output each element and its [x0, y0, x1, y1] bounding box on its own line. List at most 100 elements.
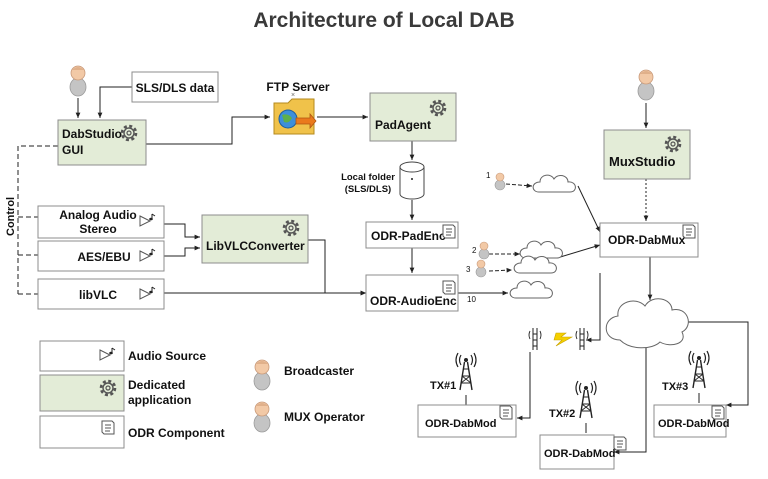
local-folder-label-1: Local folder [341, 172, 395, 183]
edge-cloud1-dabmux [577, 185, 601, 233]
edge-dabstudio-ftp [146, 114, 270, 145]
edge-clouds-dabmux [556, 244, 601, 259]
padagent-box[interactable]: PadAgent [369, 92, 457, 142]
edge-cloud-mod2 [614, 343, 647, 455]
legend-broadcaster: Broadcaster [253, 359, 354, 391]
broadcaster-person-icon [253, 359, 271, 391]
diagram-title: Architecture of Local DAB [253, 9, 515, 32]
tx1-label: TX#1 [430, 380, 456, 392]
edge-aes-converter [164, 245, 200, 257]
legend-odr-component-label: ODR Component [128, 426, 225, 440]
legend-dedicated-label-2: application [128, 393, 191, 407]
legend-odr-component: ODR Component [39, 415, 225, 449]
odr-dabmod-2-label: ODR-DabMod [544, 448, 616, 460]
ftp-server-node[interactable]: FTP Server × [266, 80, 330, 135]
legend-dedicated-label-1: Dedicated [128, 378, 185, 392]
cloud-icon [532, 174, 576, 193]
edge-src3-cloud [488, 267, 513, 273]
tx2-radio-tower-icon [575, 380, 597, 419]
document-icon [101, 420, 115, 435]
source-number-3: 3 [466, 265, 471, 274]
tx2-label: TX#2 [549, 408, 575, 420]
edge-src1-cloud [505, 183, 533, 188]
remote-broadcaster-1-icon [494, 172, 506, 191]
analog-label-1: Analog Audio [59, 208, 137, 222]
broadcaster-person-icon [69, 65, 87, 97]
cylinder-icon [399, 161, 425, 200]
edge-microwave-mod1 [517, 352, 531, 421]
edge-cloud-mod3 [680, 321, 749, 408]
cloud-icon [513, 255, 557, 274]
mux-operator-person-icon [253, 401, 271, 433]
remote-broadcaster-3-icon [475, 259, 487, 278]
edge-slsdata-dabstudio [97, 86, 132, 118]
dabstudio-label-2: GUI [62, 143, 83, 157]
edge-control-bus [17, 145, 58, 295]
odr-padenc-box[interactable]: ODR-PadEnc [365, 221, 459, 249]
document-icon [613, 436, 627, 451]
aes-ebu-label: AES/EBU [77, 250, 130, 264]
edge-analog-converter [164, 223, 200, 240]
edge-converter-audioenc [308, 239, 366, 296]
sls-dls-data-label: SLS/DLS data [136, 81, 215, 95]
ftp-server-label: FTP Server [266, 80, 329, 94]
cloud-icon [509, 280, 553, 299]
cloud-icon [519, 240, 563, 259]
libvlcconverter-box[interactable]: LibVLCConverter [201, 214, 309, 264]
microwave-antenna-right-icon [575, 327, 589, 351]
document-icon [711, 405, 725, 420]
libvlcconverter-label: LibVLCConverter [206, 239, 305, 253]
legend-dedicated-app: Dedicated application [39, 374, 191, 412]
aes-ebu-box[interactable]: AES/EBU [37, 240, 165, 272]
muxstudio-box[interactable]: MuxStudio [603, 129, 691, 180]
libvlc-box[interactable]: libVLC [37, 278, 165, 310]
libvlc-label: libVLC [79, 288, 117, 302]
legend-audio-source: Audio Source [39, 340, 206, 372]
legend: Audio Source Dedicated application ODR C… [39, 340, 365, 449]
connectors [17, 86, 749, 455]
control-label: Control [5, 197, 17, 236]
source-number-2: 2 [472, 246, 477, 255]
mux-operator-person-icon [637, 69, 655, 101]
lightning-icon [553, 332, 574, 347]
odr-audioenc-label: ODR-AudioEnc [370, 294, 457, 308]
analog-audio-stereo-box[interactable]: Analog Audio Stereo [37, 205, 165, 239]
edge-dabmux-left [586, 273, 601, 343]
remote-broadcaster-2-icon [478, 241, 490, 260]
odr-audioenc-box[interactable]: ODR-AudioEnc [365, 274, 459, 312]
odr-dabmod-3-label: ODR-DabMod [658, 418, 730, 430]
odr-dabmux-box[interactable]: ODR-DabMux [599, 222, 699, 258]
sls-dls-data-box[interactable]: SLS/DLS data [131, 71, 219, 103]
muxstudio-label: MuxStudio [609, 154, 675, 169]
legend-broadcaster-label: Broadcaster [284, 364, 354, 378]
odr-padenc-label: ODR-PadEnc [371, 229, 446, 243]
distribution-cloud-icon [605, 298, 689, 349]
source-number-10: 10 [467, 295, 476, 304]
local-folder-label-2: (SLS/DLS) [345, 184, 391, 195]
padagent-label: PadAgent [375, 118, 431, 132]
ftp-anchor-mark: × [291, 92, 295, 99]
document-icon [682, 224, 696, 239]
odr-dabmod-2-box[interactable]: ODR-DabMod [539, 434, 627, 470]
odr-dabmod-1-label: ODR-DabMod [425, 418, 497, 430]
tx3-label: TX#3 [662, 381, 688, 393]
legend-audio-source-label: Audio Source [128, 349, 206, 363]
microwave-antenna-left-icon [528, 327, 542, 351]
local-folder-node: Local folder (SLS/DLS) [341, 161, 425, 200]
source-number-1: 1 [486, 171, 491, 180]
odr-dabmod-3-box[interactable]: ODR-DabMod [653, 404, 730, 438]
tx3-radio-tower-icon [688, 350, 710, 389]
dabstudio-label-1: DabStudio [62, 127, 122, 141]
document-icon [442, 280, 456, 295]
legend-mux-operator: MUX Operator [253, 401, 365, 433]
document-icon [442, 224, 456, 239]
analog-label-2: Stereo [79, 222, 116, 236]
legend-mux-operator-label: MUX Operator [284, 410, 365, 424]
folder-globe-icon [273, 98, 317, 135]
odr-dabmux-label: ODR-DabMux [608, 233, 686, 247]
document-icon [499, 405, 513, 420]
dabstudio-gui-box[interactable]: DabStudio GUI [57, 119, 147, 166]
odr-dabmod-1-box[interactable]: ODR-DabMod [417, 404, 517, 438]
tx1-radio-tower-icon [455, 352, 477, 391]
